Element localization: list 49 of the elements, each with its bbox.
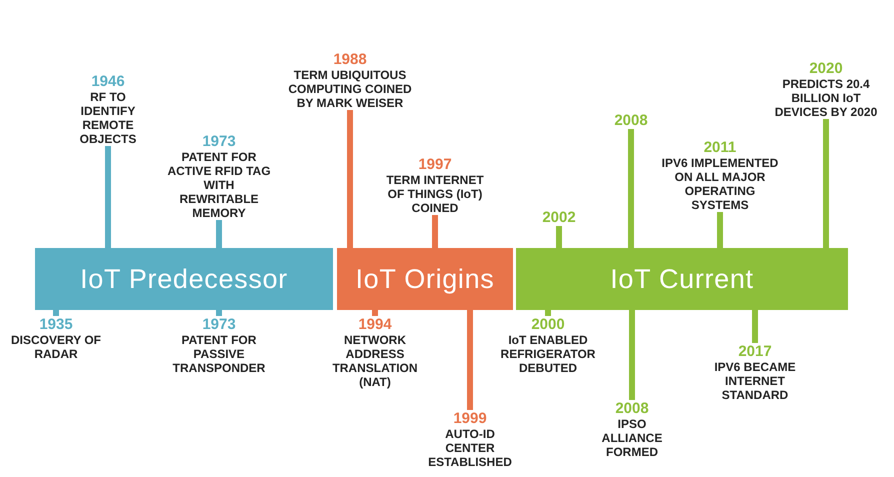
event-year: 1988 — [333, 51, 367, 68]
event-year: 2020 — [809, 60, 843, 77]
event-year: 1973 — [202, 316, 236, 333]
event-description: NETWORK ADDRESS TRANSLATION (NAT) — [331, 333, 419, 389]
era-title: IoT Current — [610, 262, 754, 296]
timeline-stem — [347, 110, 353, 248]
event-year: 2008 — [615, 400, 649, 417]
event-description: IPV6 IMPLEMENTED ON ALL MAJOR OPERATING SYSTEMS — [661, 156, 779, 212]
event-description: TERM INTERNET OF THINGS (IoT) COINED — [385, 173, 485, 215]
event-year: 2011 — [704, 139, 736, 156]
event-year: 1997 — [418, 156, 452, 173]
event-description: PATENT FOR PASSIVE TRANSPONDER — [172, 333, 266, 375]
event-description: PATENT FOR ACTIVE RFID TAG WITH REWRITABLE MEMORY — [166, 150, 272, 220]
event-year: 2002 — [542, 209, 576, 226]
event-description: RF TO IDENTIFY REMOTE OBJECTS — [78, 90, 138, 146]
event-description: IoT ENABLED REFRIGERATOR DEBUTED — [500, 333, 596, 375]
event-description: TERM UBIQUITOUS COMPUTING COINED BY MARK WEISER — [288, 68, 412, 110]
timeline-stem — [53, 310, 59, 316]
era-title: IoT Origins — [356, 262, 494, 296]
event-description: DISCOVERY OF RADAR — [10, 333, 102, 361]
event-year: 2000 — [531, 316, 565, 333]
event-year: 1994 — [358, 316, 392, 333]
timeline-stem — [216, 220, 222, 248]
timeline-stem — [372, 310, 378, 316]
era-title: IoT Predecessor — [80, 262, 288, 296]
timeline-stem — [105, 146, 111, 248]
event-year: 2017 — [738, 343, 772, 360]
timeline-stem — [556, 226, 562, 248]
timeline-stem — [717, 212, 723, 248]
event-year: 1946 — [91, 73, 125, 90]
timeline-stem — [629, 310, 635, 400]
timeline-stem — [216, 310, 222, 316]
era-band — [516, 248, 848, 310]
era-band — [35, 248, 333, 310]
event-description: IPV6 BECAME INTERNET STANDARD — [713, 360, 797, 402]
timeline-stem — [545, 310, 551, 316]
timeline-stem — [467, 310, 473, 410]
event-year: 1999 — [453, 410, 487, 427]
event-description: IPSO ALLIANCE FORMED — [600, 417, 664, 459]
timeline-stem — [432, 215, 438, 248]
event-year: 1973 — [202, 133, 236, 150]
event-description: PREDICTS 20.4 BILLION IoT DEVICES BY 2020 — [774, 77, 878, 119]
event-description: AUTO-ID CENTER ESTABLISHED — [427, 427, 513, 469]
event-year: 1935 — [39, 316, 73, 333]
era-band — [337, 248, 513, 310]
timeline-stem — [752, 310, 758, 343]
event-year: 2008 — [614, 112, 648, 129]
timeline-stem — [823, 119, 829, 248]
timeline-stem — [628, 129, 634, 248]
